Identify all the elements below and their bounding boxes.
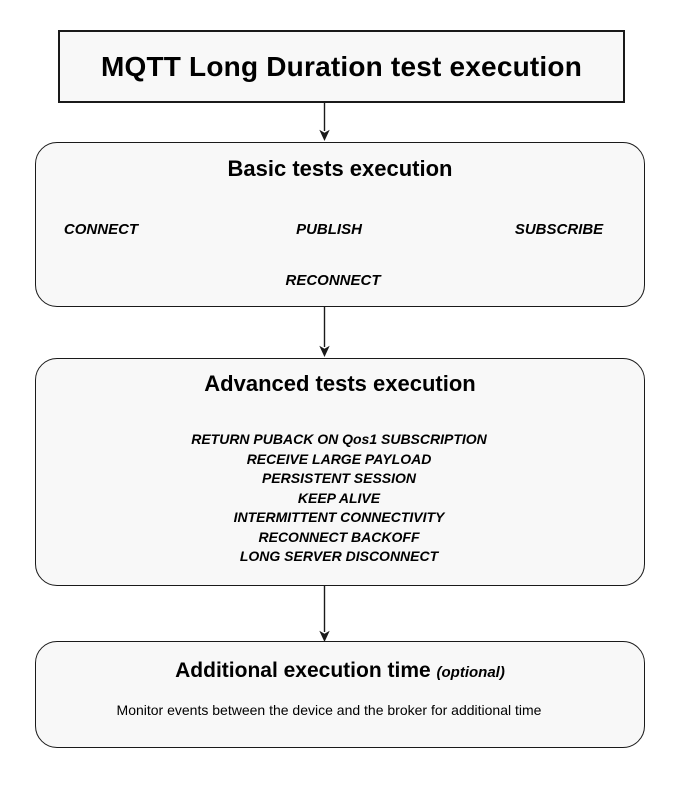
advanced-item: INTERMITTENT CONNECTIVITY	[233, 509, 445, 525]
advanced-item: RECEIVE LARGE PAYLOAD	[246, 450, 432, 467]
basic-tests-heading: Basic tests execution	[227, 156, 453, 181]
advanced-tests-list: RETURN PUBACK ON Qos1 SUBSCRIPTION RECEI…	[191, 430, 487, 567]
additional-time-heading-text: Additional execution time	[175, 659, 431, 682]
additional-time-node: Additional execution time (optional) Mon…	[35, 641, 645, 748]
advanced-item: PERSISTENT SESSION	[261, 470, 417, 486]
basic-item-connect: CONNECT	[63, 221, 139, 238]
diagram-title: MQTT Long Duration test execution	[100, 50, 583, 82]
advanced-item: KEEP ALIVE	[297, 489, 381, 506]
basic-item-subscribe: SUBSCRIBE	[514, 221, 604, 238]
advanced-item: RETURN PUBACK ON Qos1 SUBSCRIPTION	[191, 431, 487, 447]
basic-tests-node: Basic tests execution CONNECT PUBLISH SU…	[35, 142, 645, 307]
advanced-tests-heading: Advanced tests execution	[204, 371, 476, 396]
advanced-tests-node: Advanced tests execution RETURN PUBACK O…	[35, 358, 645, 586]
optional-qualifier: (optional)	[436, 664, 505, 681]
down-arrow-icon	[317, 306, 332, 357]
basic-item-publish: PUBLISH	[296, 221, 362, 238]
advanced-item: RECONNECT BACKOFF	[258, 528, 420, 545]
down-arrow-icon	[317, 102, 332, 141]
additional-time-heading: Additional execution time (optional)	[36, 659, 644, 683]
title-node: MQTT Long Duration test execution	[58, 30, 625, 103]
down-arrow-icon	[317, 585, 332, 642]
basic-item-reconnect: RECONNECT	[285, 272, 381, 289]
additional-time-description: Monitor events between the device and th…	[116, 702, 542, 718]
advanced-item: LONG SERVER DISCONNECT	[239, 548, 439, 564]
